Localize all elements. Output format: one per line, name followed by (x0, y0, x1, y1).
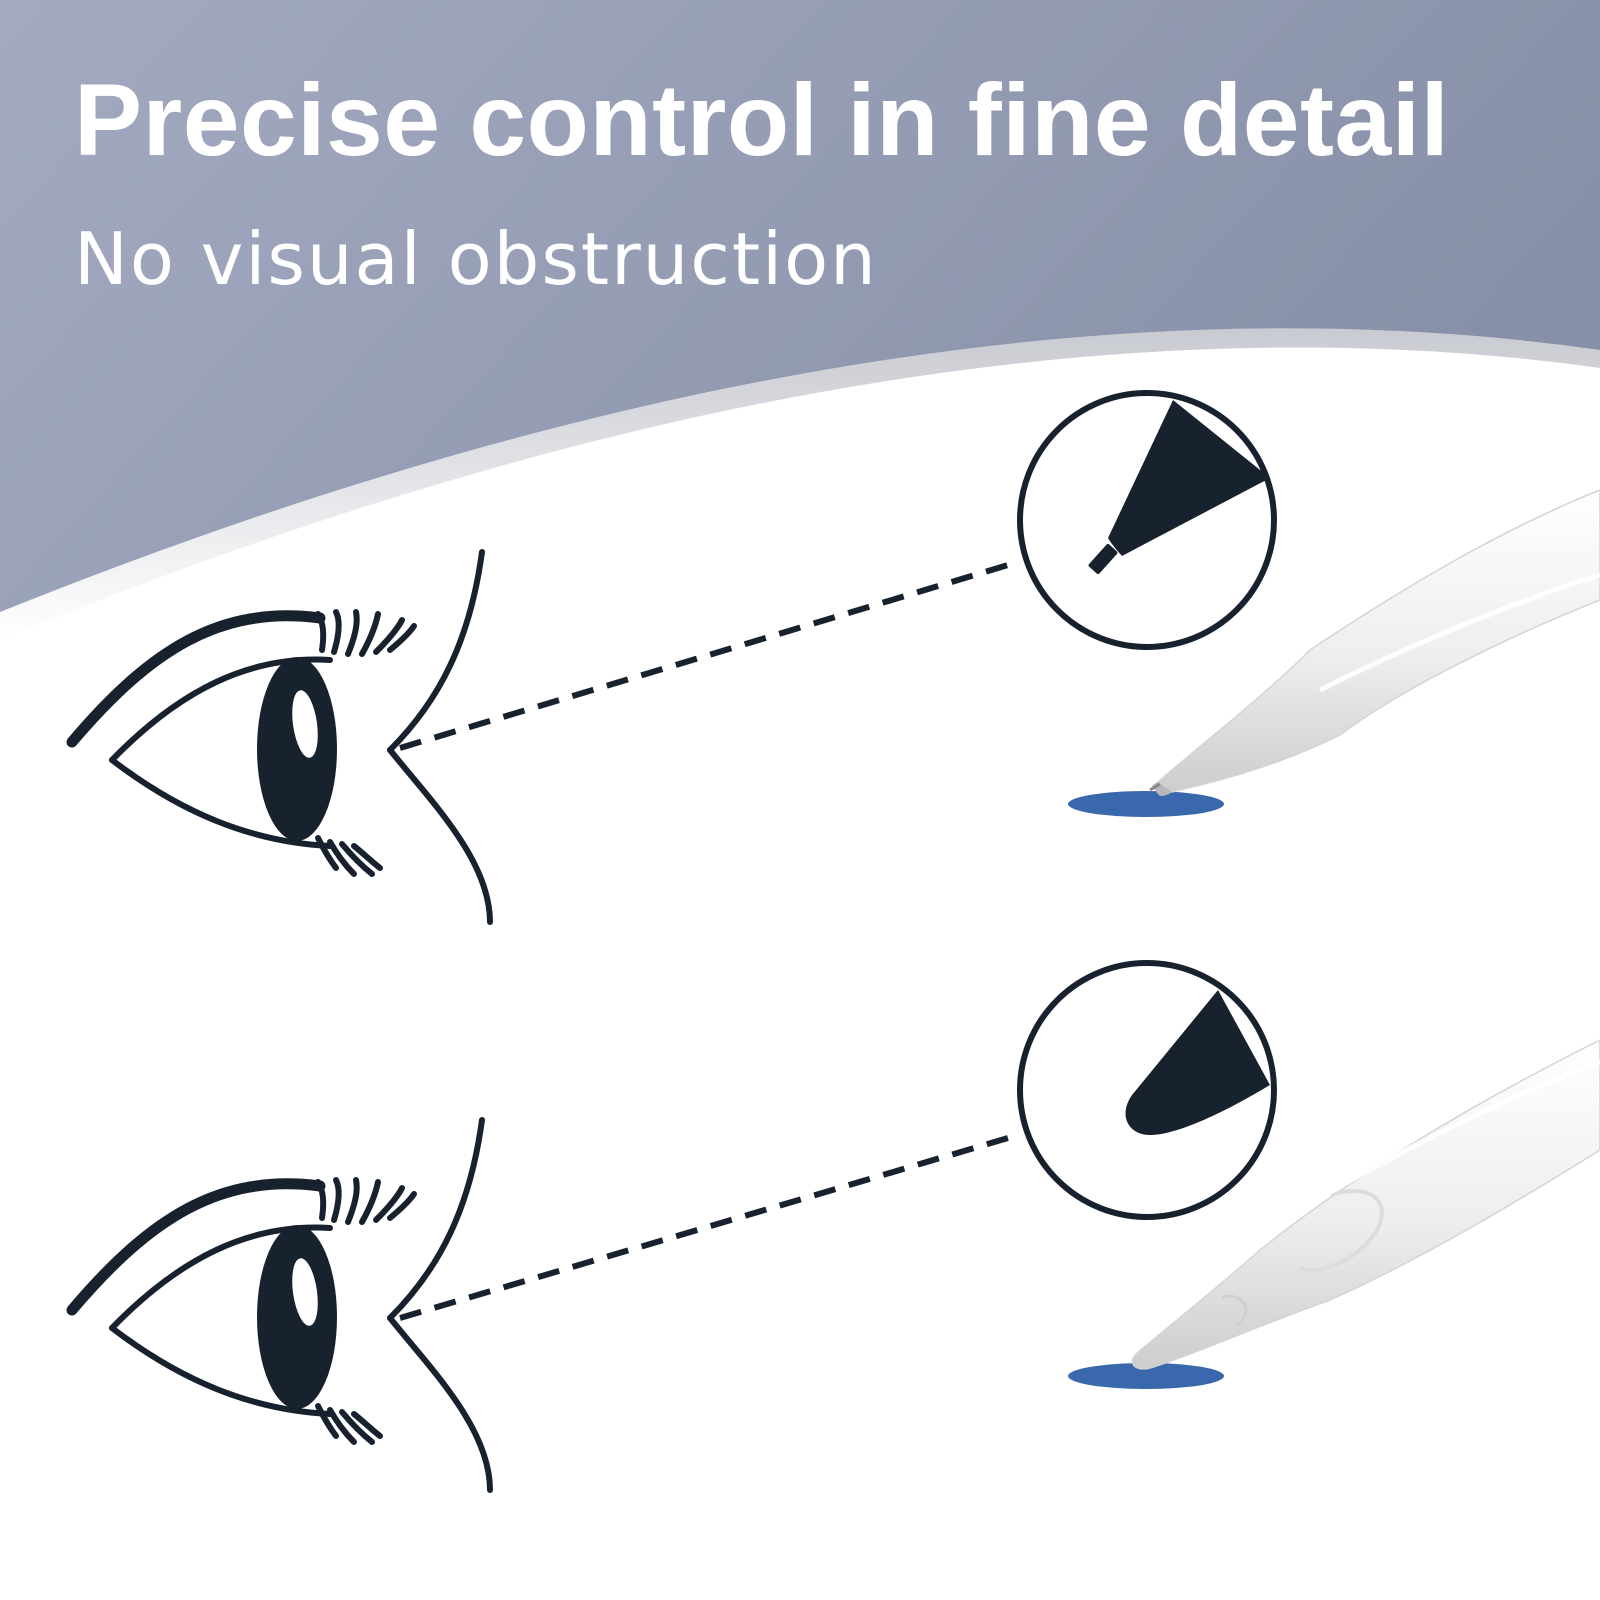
ink-dot (1068, 1363, 1224, 1389)
ink-dot (1068, 791, 1224, 817)
magnifier-icon (1017, 390, 1277, 650)
magnifier-icon (1017, 960, 1277, 1220)
stylus-icon (1068, 489, 1600, 817)
eye-icon (66, 549, 493, 925)
stylus-icon (1068, 1039, 1600, 1389)
broad-tip-comparison (66, 960, 1600, 1493)
headline: Precise control in fine detail (74, 63, 1450, 177)
header-banner (0, 0, 1600, 640)
eye-icon (66, 1117, 493, 1493)
subheadline: No visual obstruction (74, 217, 878, 301)
sight-line (399, 1132, 1019, 1321)
sight-line (399, 559, 1019, 751)
fine-tip-comparison (66, 390, 1600, 925)
